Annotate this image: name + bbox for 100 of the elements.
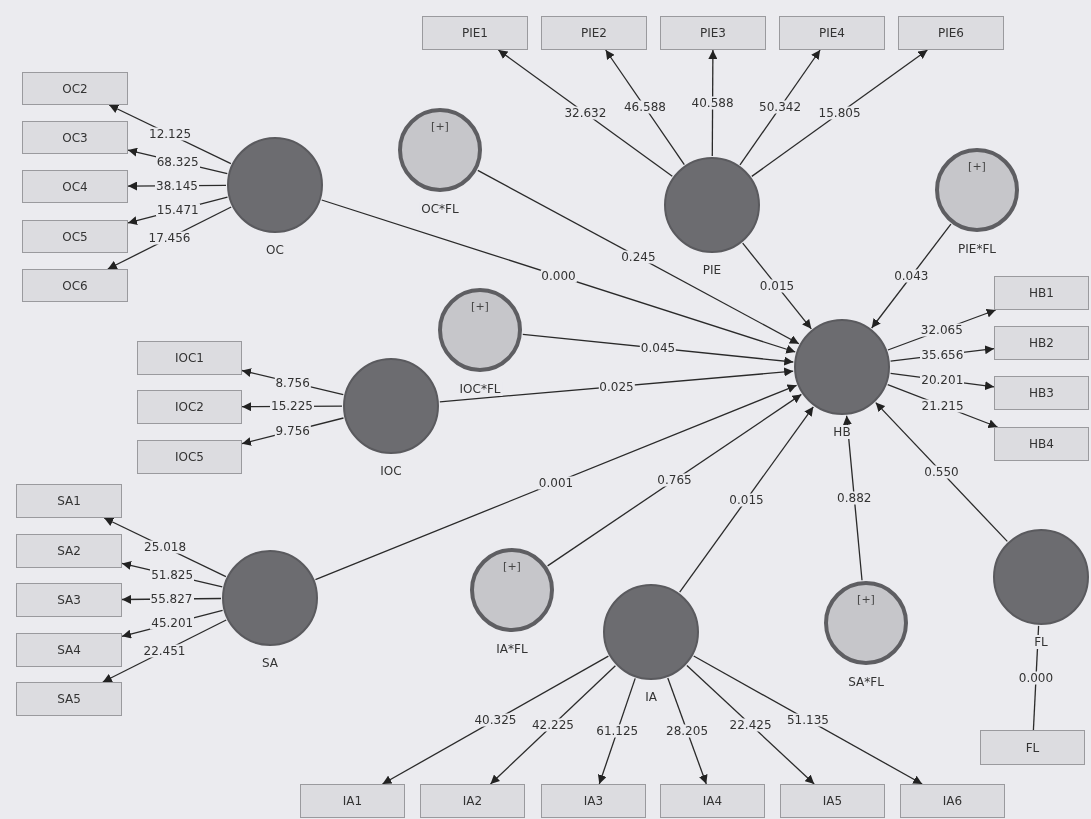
indicator-label: IA3 [583, 794, 604, 808]
edge-label: 0.550 [923, 465, 960, 479]
arrow [314, 384, 798, 581]
indicator-label: FL [1025, 740, 1040, 755]
indicator-box [16, 484, 122, 518]
expand-marker: [+] [471, 300, 489, 313]
construct-label: OC [264, 243, 286, 257]
edge-label: 0.025 [598, 380, 635, 393]
construct-label: IA*FL [494, 642, 530, 656]
edge-label: 61.125 [595, 724, 640, 738]
edge-label: 20.201 [920, 373, 965, 387]
indicator-label: SA4 [57, 643, 81, 657]
indicator-box [422, 16, 528, 50]
indicator-box [994, 276, 1089, 310]
edge-label: 9.756 [274, 424, 311, 438]
edge-label: 38.145 [155, 179, 199, 193]
indicator-label: IA6 [942, 794, 963, 808]
indicator-box [137, 341, 242, 375]
edge-label: 40.588 [690, 96, 735, 110]
edge-label: 0.043 [893, 269, 930, 283]
edge-label: 25.018 [143, 540, 188, 554]
edge-label: 15.471 [155, 203, 200, 217]
indicator-box [137, 390, 242, 424]
indicator-label: PIE6 [938, 26, 964, 40]
indicator-box [137, 440, 242, 474]
indicator-label: HB3 [1029, 386, 1054, 400]
construct-label: IA [643, 690, 659, 704]
indicator-label: SA2 [57, 544, 81, 558]
expand-marker: [+] [968, 160, 986, 173]
edge-label: 0.000 [1017, 671, 1055, 685]
indicator-label: OC4 [62, 179, 88, 194]
arrow [708, 49, 718, 157]
arrow [497, 49, 673, 177]
expand-marker: [+] [857, 593, 875, 606]
indicator-box [780, 784, 885, 818]
edge-label: 0.001 [537, 476, 575, 489]
indicator-label: OC6 [62, 278, 88, 293]
edge-label: 68.325 [155, 155, 200, 169]
indicator-box [16, 682, 122, 716]
indicator-label: PIE2 [581, 26, 607, 40]
arrow [605, 49, 685, 166]
indicator-box [898, 16, 1004, 50]
indicator-box [16, 583, 122, 617]
arrow [875, 401, 1008, 543]
edge-label: 0.015 [728, 493, 765, 506]
arrow [739, 49, 821, 166]
edge-label: 0.765 [656, 473, 693, 487]
construct-label: PIE [700, 263, 724, 277]
indicator-label: IA2 [462, 794, 483, 808]
indicator-box [300, 784, 405, 818]
indicator-label: PIE1 [462, 26, 488, 40]
indicator-label: IA5 [822, 794, 843, 808]
indicator-label: HB4 [1029, 437, 1054, 451]
arrow [477, 169, 800, 345]
indicator-box [779, 16, 885, 50]
indicator-box [660, 784, 765, 818]
arrow [439, 367, 794, 403]
arrow [489, 665, 617, 785]
edge-label: 51.135 [785, 713, 830, 727]
indicator-label: IA4 [702, 794, 723, 808]
expand-marker: [+] [503, 560, 521, 573]
indicator-label: OC5 [62, 229, 88, 244]
indicator-box [16, 633, 122, 667]
indicator-box [22, 170, 128, 203]
edge-label: 35.656 [920, 348, 965, 362]
arrow [546, 393, 803, 567]
indicator-box [994, 427, 1089, 461]
construct-label: OC*FL [419, 202, 461, 216]
indicator-label: HB2 [1029, 336, 1054, 350]
construct-label: PIE*FL [956, 242, 998, 256]
indicator-box [541, 16, 647, 50]
indicator-label: SA1 [57, 494, 81, 508]
edge-label: 46.588 [622, 100, 667, 114]
indicator-label: HB1 [1029, 286, 1054, 300]
construct-label: HB [831, 425, 853, 439]
indicator-box [22, 220, 128, 253]
indicator-label: OC2 [62, 81, 88, 96]
edge-label: 45.201 [150, 616, 195, 630]
construct-label: IOC*FL [457, 382, 503, 396]
edge-label: 17.456 [147, 231, 192, 245]
edge-label: 0.045 [639, 341, 677, 355]
edge-label: 8.756 [274, 376, 311, 390]
indicator-label: SA3 [57, 593, 81, 607]
indicator-label: PIE4 [819, 26, 845, 40]
edge-label: 0.882 [836, 491, 873, 505]
arrow [597, 677, 636, 785]
indicator-box [541, 784, 646, 818]
arrow [381, 655, 610, 785]
indicator-label: IOC5 [175, 450, 204, 464]
indicator-box [660, 16, 766, 50]
indicator-label: SA5 [57, 692, 81, 706]
edge-label: 40.325 [473, 713, 518, 727]
indicator-label: IA1 [342, 794, 363, 808]
edge-label: 21.215 [920, 399, 965, 413]
arrow [693, 655, 923, 785]
indicator-box [994, 326, 1089, 360]
edge-label: 0.015 [758, 279, 796, 293]
edge-label: 32.632 [563, 106, 608, 120]
construct-label: SA [259, 656, 281, 670]
edge-label: 28.205 [665, 724, 710, 738]
